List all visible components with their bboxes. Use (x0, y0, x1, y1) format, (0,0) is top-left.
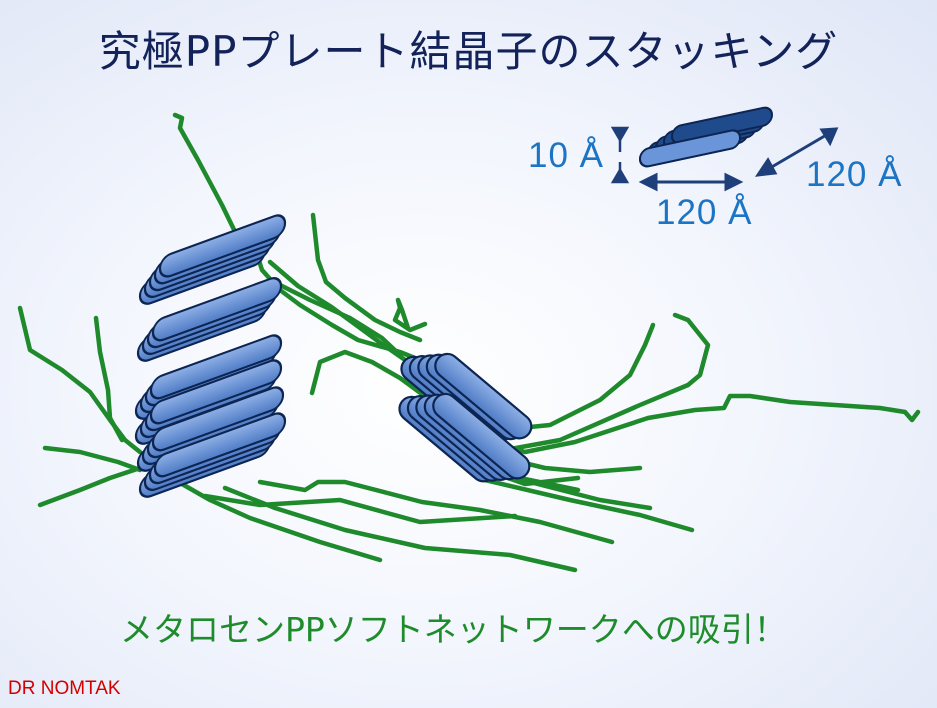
chain (93, 315, 125, 443)
chain (202, 493, 518, 525)
chain (42, 445, 143, 473)
chain (499, 393, 921, 455)
chain (257, 479, 615, 545)
chain (172, 477, 383, 563)
length-label: 120 Å (656, 193, 753, 232)
caption: メタロセンPPソフトネットワークへの吸引！ (120, 610, 787, 649)
thickness-label: 10 Å (528, 136, 604, 175)
plate-stack-left (134, 214, 287, 498)
length-arrow (638, 172, 744, 192)
width-label: 120 Å (806, 155, 903, 194)
chain (17, 305, 143, 455)
chain (267, 277, 403, 358)
chain (37, 465, 143, 508)
chain (492, 312, 711, 453)
single-plate-legend (610, 106, 839, 192)
plate-stack-middle (398, 352, 533, 483)
author-credit: DR NOMTAK (8, 678, 121, 699)
chain (310, 212, 423, 343)
page-title: 究極PPプレート結晶子のスタッキング (98, 27, 839, 76)
chain (392, 297, 428, 333)
chain (482, 477, 695, 533)
thickness-arrow (610, 126, 630, 184)
width-arrow (754, 127, 839, 177)
